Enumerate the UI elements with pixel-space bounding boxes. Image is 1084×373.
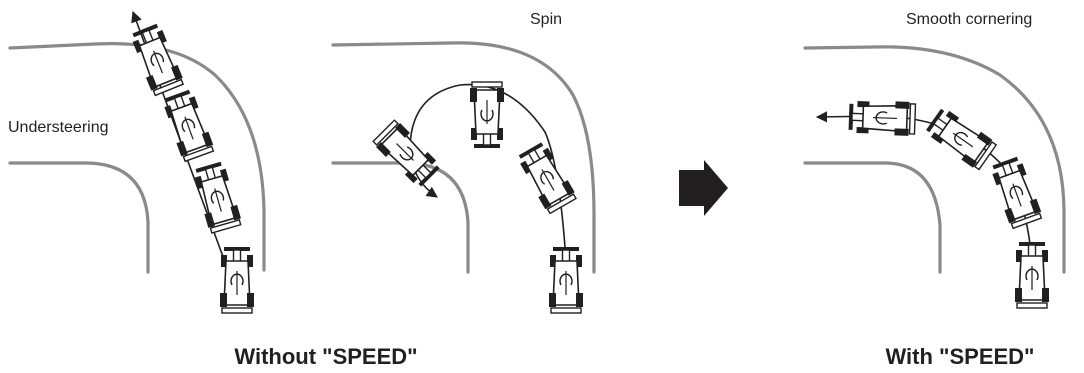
label-smooth-cornering: Smooth cornering xyxy=(906,11,1032,28)
trajectory-arrow xyxy=(815,111,1034,297)
car-icon xyxy=(548,246,584,314)
car-icon xyxy=(469,81,505,149)
caption-with-speed: With "SPEED" xyxy=(885,344,1034,369)
panel-spin: Spin xyxy=(331,11,596,314)
car-icon xyxy=(127,21,186,97)
caption-without-speed: Without "SPEED" xyxy=(234,344,417,369)
road-outer-edge xyxy=(803,45,1066,274)
car-icon xyxy=(219,246,255,314)
road-inner-edge xyxy=(8,161,150,274)
label-spin: Spin xyxy=(530,11,562,28)
car-icon xyxy=(847,98,917,137)
car-icon xyxy=(987,154,1045,230)
car-icon xyxy=(922,104,999,172)
road-outer-edge xyxy=(331,41,596,274)
label-understeering: Understeering xyxy=(8,119,109,136)
road-inner-edge xyxy=(803,161,942,274)
car-icon xyxy=(190,159,244,235)
right-arrow-icon xyxy=(679,160,728,216)
car-icon xyxy=(159,87,217,163)
road-outer-edge xyxy=(8,42,266,272)
car-icon xyxy=(1014,241,1050,309)
car-icon xyxy=(370,117,444,191)
road-inner-edge xyxy=(331,161,470,274)
panel-smooth-cornering: Smooth cornering xyxy=(803,11,1066,309)
car-icon xyxy=(514,139,579,216)
panel-understeering: Understeering xyxy=(8,10,266,314)
